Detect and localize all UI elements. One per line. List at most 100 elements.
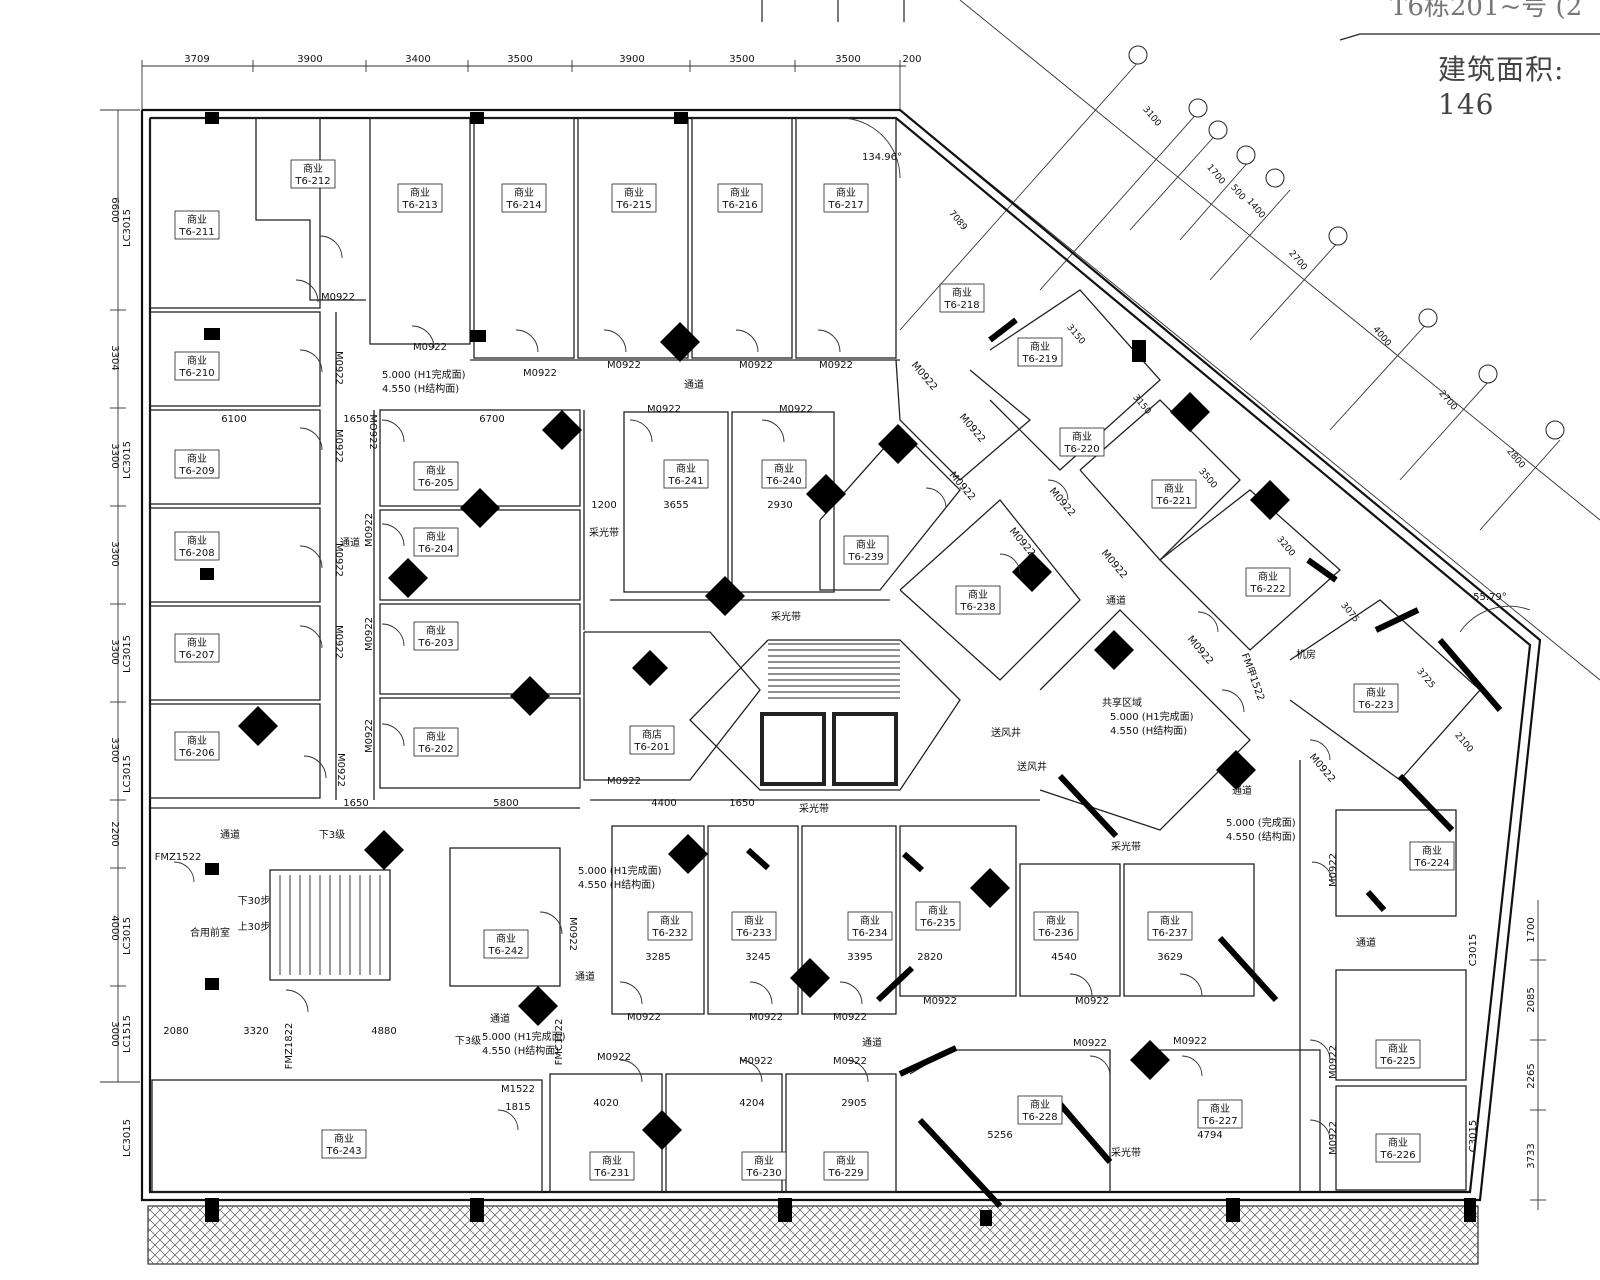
svg-text:商业: 商业 [968, 588, 988, 601]
dimension-lines [100, 60, 1546, 1210]
svg-text:商业: 商业 [754, 1154, 774, 1167]
svg-text:1400: 1400 [1244, 197, 1267, 221]
svg-text:M0922: M0922 [1328, 1121, 1339, 1155]
svg-text:C3015: C3015 [1468, 934, 1479, 966]
svg-text:商业: 商业 [774, 462, 794, 475]
svg-text:M0922: M0922 [833, 1056, 867, 1067]
svg-text:T6-239: T6-239 [847, 552, 883, 563]
svg-text:3300: 3300 [109, 541, 120, 566]
svg-text:M0922: M0922 [364, 719, 375, 753]
svg-text:M0922: M0922 [364, 513, 375, 547]
svg-text:M0922: M0922 [627, 1012, 661, 1023]
svg-text:商店: 商店 [642, 728, 662, 741]
svg-text:M0922: M0922 [1328, 1045, 1339, 1079]
svg-text:商业: 商业 [1210, 1102, 1230, 1115]
svg-text:T6-214: T6-214 [505, 200, 541, 211]
svg-text:3320: 3320 [243, 1026, 268, 1037]
svg-text:M0922: M0922 [607, 776, 641, 787]
svg-text:下3级: 下3级 [319, 829, 345, 841]
svg-text:M0922: M0922 [567, 917, 578, 951]
svg-text:商业: 商业 [187, 452, 207, 465]
left-dimension-labels: 6600 3304 3300 3300 3300 3300 2200 4000 … [109, 197, 120, 1046]
header-frame [761, 0, 1600, 41]
svg-text:T6-206: T6-206 [178, 748, 214, 759]
svg-text:商业: 商业 [1030, 340, 1050, 353]
svg-text:商业: 商业 [1030, 1098, 1050, 1111]
svg-text:通道: 通道 [575, 970, 595, 983]
svg-text:4.550 (H结构面): 4.550 (H结构面) [382, 382, 459, 395]
svg-text:机房: 机房 [1296, 648, 1316, 661]
svg-text:T6-223: T6-223 [1357, 700, 1393, 711]
svg-text:FM甲1522: FM甲1522 [1239, 652, 1266, 703]
header-building-label: T6栋201~号 (2 [1390, 0, 1583, 22]
svg-text:商业: 商业 [676, 462, 696, 475]
svg-text:M0922: M0922 [819, 360, 853, 371]
svg-text:4400: 4400 [651, 798, 676, 809]
svg-text:商业: 商业 [426, 730, 446, 743]
svg-text:LC3015: LC3015 [122, 755, 133, 793]
svg-text:商业: 商业 [744, 914, 764, 927]
svg-text:3500: 3500 [507, 54, 532, 65]
svg-text:T6-243: T6-243 [325, 1146, 361, 1157]
svg-text:T6-228: T6-228 [1021, 1112, 1057, 1123]
angle-labels: 134.96° 55.79° [862, 152, 1507, 603]
svg-text:M0922: M0922 [321, 292, 355, 303]
svg-text:T6-235: T6-235 [919, 918, 955, 929]
svg-text:3500: 3500 [1196, 467, 1219, 491]
svg-text:LC3015: LC3015 [122, 209, 133, 247]
svg-text:T6-225: T6-225 [1379, 1056, 1415, 1067]
svg-text:商业: 商业 [624, 186, 644, 199]
svg-text:M0922: M0922 [335, 753, 346, 787]
svg-text:T6-227: T6-227 [1201, 1116, 1237, 1127]
svg-text:商业: 商业 [660, 914, 680, 927]
svg-text:商业: 商业 [928, 904, 948, 917]
svg-text:采光带: 采光带 [589, 526, 619, 539]
svg-text:3285: 3285 [645, 952, 670, 963]
svg-text:商业: 商业 [836, 1154, 856, 1167]
svg-text:送风井: 送风井 [991, 726, 1021, 739]
svg-text:M0922: M0922 [647, 404, 681, 415]
diagonal-grid [899, 0, 1600, 681]
svg-text:共享区域: 共享区域 [1102, 696, 1142, 709]
svg-text:通道: 通道 [220, 828, 240, 841]
svg-text:55.79°: 55.79° [1473, 592, 1507, 603]
svg-text:LC3015: LC3015 [122, 441, 133, 479]
svg-text:通道: 通道 [1232, 784, 1252, 797]
svg-text:2200: 2200 [109, 821, 120, 846]
svg-text:T6-217: T6-217 [827, 200, 863, 211]
svg-text:3400: 3400 [405, 54, 430, 65]
stairs [279, 643, 900, 975]
svg-text:M0922: M0922 [947, 470, 977, 503]
svg-text:商业: 商业 [187, 534, 207, 547]
svg-text:T6-226: T6-226 [1379, 1150, 1415, 1161]
svg-text:通道: 通道 [862, 1036, 882, 1049]
svg-text:T6-231: T6-231 [593, 1168, 629, 1179]
svg-text:3075: 3075 [1338, 601, 1360, 625]
svg-text:MO922: MO922 [367, 414, 378, 450]
svg-text:T6-233: T6-233 [735, 928, 771, 939]
diagonal-dimension-labels: 3100 1700 500 1400 2700 4000 2700 2800 7… [946, 105, 1527, 755]
grid-bubbles [1128, 45, 1565, 440]
svg-text:T6-204: T6-204 [417, 544, 453, 555]
svg-text:3150: 3150 [1130, 393, 1153, 417]
svg-text:通道: 通道 [1356, 936, 1376, 949]
svg-text:商业: 商业 [1046, 914, 1066, 927]
svg-text:3245: 3245 [745, 952, 770, 963]
svg-text:3655: 3655 [663, 500, 688, 511]
svg-text:上30步: 上30步 [238, 921, 271, 933]
svg-text:通道: 通道 [490, 1012, 510, 1025]
